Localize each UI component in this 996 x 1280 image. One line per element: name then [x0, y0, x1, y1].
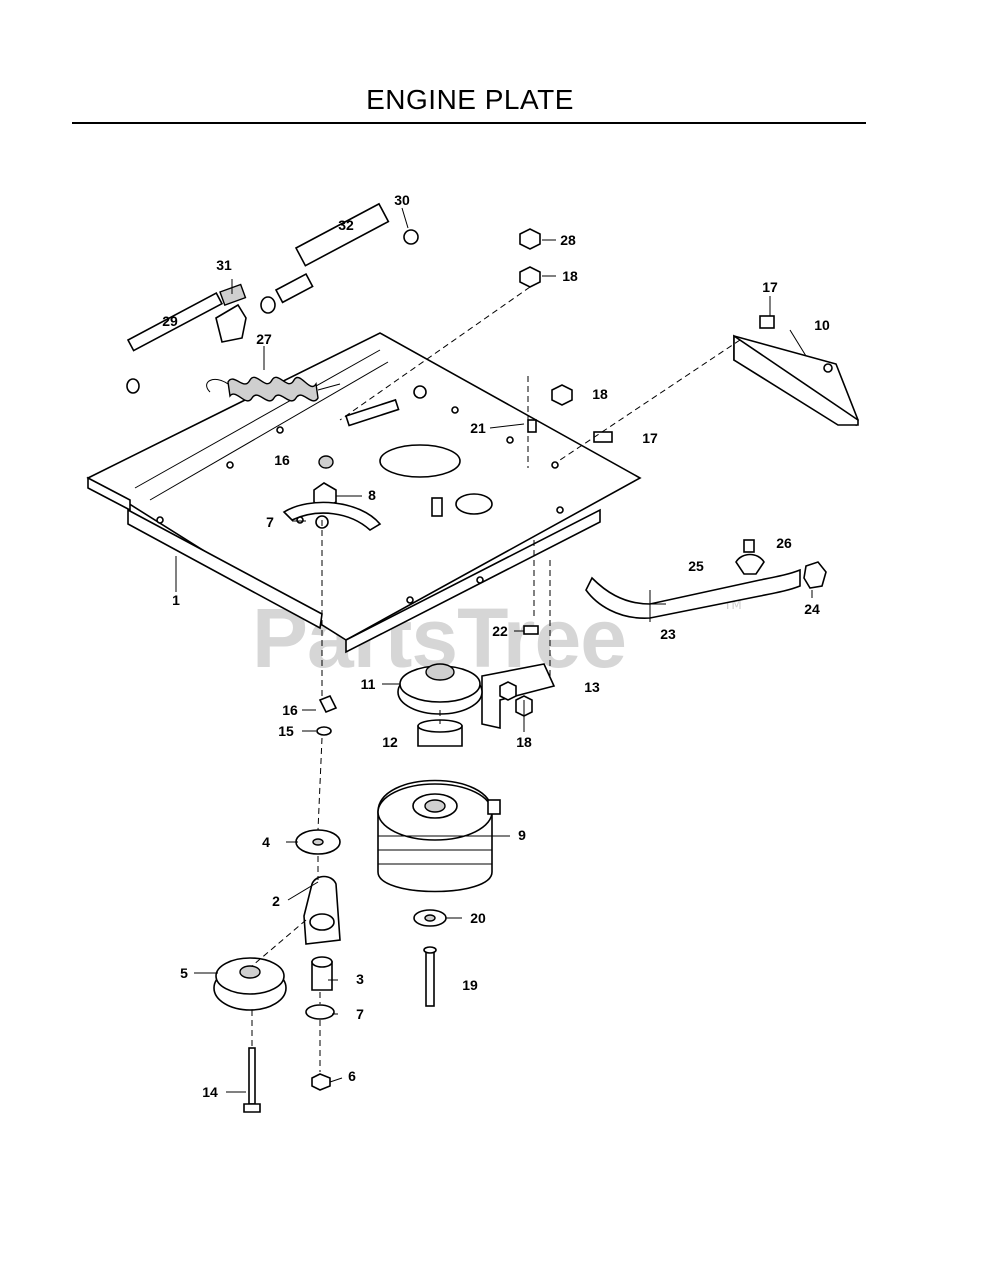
callout-1: 1 — [172, 592, 180, 608]
callout-10: 10 — [814, 317, 830, 333]
idler-arm-drawing — [213, 694, 341, 1113]
callout-labels: 1 2 3 4 5 6 7 7 8 9 10 11 12 13 14 15 16… — [162, 192, 830, 1100]
engine-plate-drawing — [86, 332, 642, 654]
callout-25: 25 — [688, 558, 704, 574]
callout-18-a: 18 — [562, 268, 578, 284]
fasteners-drawing — [282, 228, 613, 635]
bracket-drawing — [733, 315, 859, 427]
callout-12: 12 — [382, 734, 398, 750]
callout-9: 9 — [518, 827, 526, 843]
callout-7-lower: 7 — [356, 1006, 364, 1022]
callout-13: 13 — [584, 679, 600, 695]
title-divider — [72, 122, 866, 124]
callout-18-b: 18 — [592, 386, 608, 402]
leader-lines — [175, 207, 813, 1093]
callout-16-lower: 16 — [282, 702, 298, 718]
callout-2: 2 — [272, 893, 280, 909]
callout-28: 28 — [560, 232, 576, 248]
cable-assembly-drawing — [126, 202, 419, 402]
tube-drawing — [585, 539, 827, 619]
callout-21: 21 — [470, 420, 486, 436]
callout-19: 19 — [462, 977, 478, 993]
callout-16-upper: 16 — [274, 452, 290, 468]
callout-3: 3 — [356, 971, 364, 987]
callout-17-upper: 17 — [762, 279, 778, 295]
callout-6: 6 — [348, 1068, 356, 1084]
callout-27: 27 — [256, 331, 272, 347]
callout-11: 11 — [361, 676, 376, 692]
page-title: ENGINE PLATE — [366, 84, 574, 115]
callout-18-c: 18 — [516, 734, 532, 750]
callout-5: 5 — [180, 965, 188, 981]
callout-8: 8 — [368, 487, 376, 503]
callout-30: 30 — [394, 192, 410, 208]
callout-14: 14 — [202, 1084, 218, 1100]
callout-7-upper: 7 — [266, 514, 274, 530]
callout-15: 15 — [278, 723, 294, 739]
callout-29: 29 — [162, 313, 178, 329]
callout-22: 22 — [492, 623, 508, 639]
callout-23: 23 — [660, 626, 676, 642]
callout-20: 20 — [470, 910, 486, 926]
callout-26: 26 — [776, 535, 792, 551]
idler-assembly-drawing — [397, 663, 556, 747]
callout-32: 32 — [338, 217, 354, 233]
assembly-lines — [251, 286, 741, 1072]
callout-4: 4 — [262, 834, 270, 850]
callout-24: 24 — [804, 601, 820, 617]
callout-17-lower: 17 — [642, 430, 658, 446]
clutch-drawing — [377, 779, 501, 1007]
callout-31: 31 — [216, 257, 232, 273]
